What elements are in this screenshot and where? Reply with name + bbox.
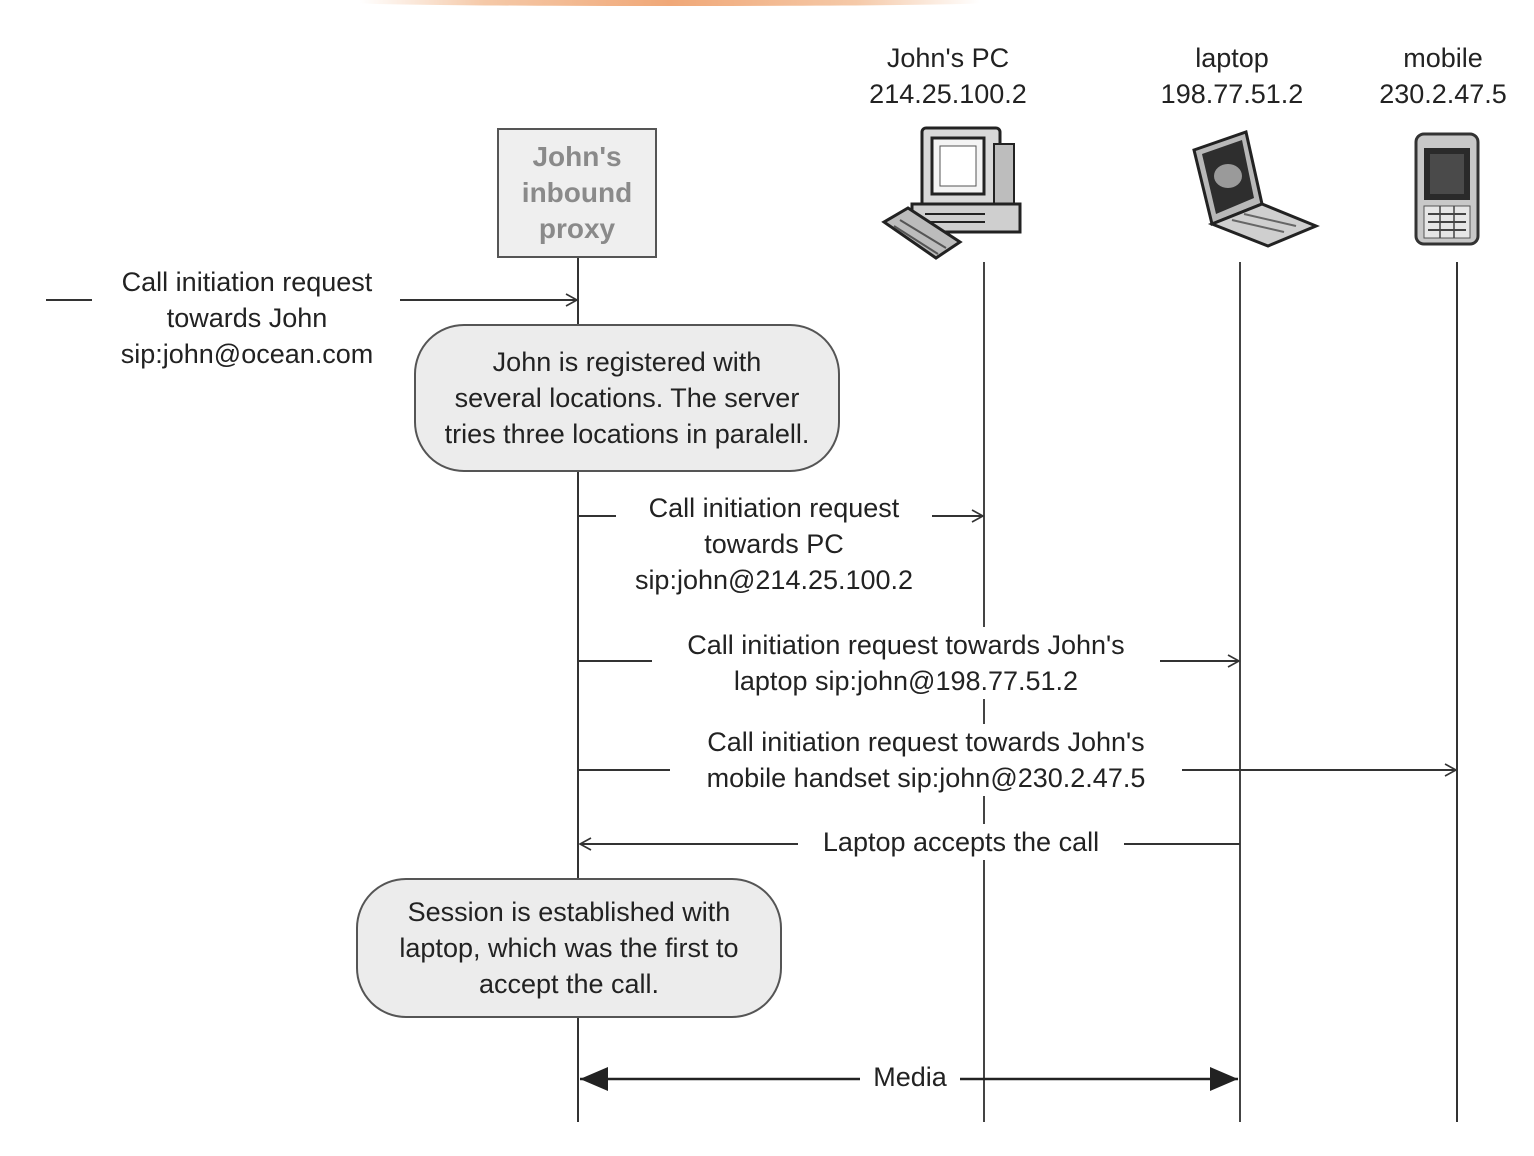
note-registered-line3: tries three locations in paralell. (444, 419, 810, 449)
message-to-pc-line1: Call initiation request (648, 493, 900, 523)
pc-ip: 214.25.100.2 (869, 79, 1027, 109)
note-registered-line1: John is registered with (492, 347, 762, 377)
laptop-ip: 198.77.51.2 (1160, 79, 1304, 109)
pc-label: John's PC 214.25.100.2 (858, 40, 1038, 112)
note-registered: John is registered with several location… (414, 324, 840, 472)
message-media-line1: Media (873, 1062, 947, 1092)
proxy-label: John's inbound proxy (522, 139, 632, 247)
laptop-icon (1192, 130, 1320, 248)
note-session-line1: Session is established with (407, 897, 731, 927)
mobile-label: mobile 230.2.47.5 (1372, 40, 1514, 112)
message-to-laptop-label: Call initiation request towards John's l… (652, 627, 1160, 699)
note-registered-line2: several locations. The server (454, 383, 800, 413)
message-to-pc-label: Call initiation request towards PC sip:j… (616, 490, 932, 598)
message-media-label: Media (860, 1059, 960, 1095)
laptop-label: laptop 198.77.51.2 (1150, 40, 1314, 112)
message-to-laptop-line2: laptop sip:john@198.77.51.2 (733, 666, 1079, 696)
message-incoming-line2: towards John (166, 303, 328, 333)
note-session: Session is established with laptop, whic… (356, 878, 782, 1018)
message-incoming-line1: Call initiation request (121, 267, 373, 297)
laptop-name: laptop (1195, 43, 1269, 73)
message-to-pc-line3: sip:john@214.25.100.2 (634, 565, 914, 595)
proxy-label-line3: proxy (538, 213, 616, 244)
message-to-laptop-line1: Call initiation request towards John's (687, 630, 1125, 660)
message-to-mobile-line2: mobile handset sip:john@230.2.47.5 (706, 763, 1146, 793)
proxy-label-line1: John's (532, 141, 622, 172)
message-incoming-line3: sip:john@ocean.com (120, 339, 374, 369)
mobile-name: mobile (1403, 43, 1483, 73)
mobile-phone-icon (1414, 132, 1480, 246)
pc-name: John's PC (886, 43, 1010, 73)
message-to-pc-line2: towards PC (704, 529, 844, 559)
message-laptop-accepts-label: Laptop accepts the call (798, 824, 1124, 860)
message-laptop-accepts-line1: Laptop accepts the call (822, 827, 1100, 857)
note-session-line2: laptop, which was the first to (399, 933, 739, 963)
top-decoration (360, 0, 980, 6)
note-session-line3: accept the call. (478, 969, 660, 999)
mobile-ip: 230.2.47.5 (1379, 79, 1507, 109)
message-to-mobile-label: Call initiation request towards John's m… (670, 724, 1182, 796)
proxy-box: John's inbound proxy (497, 128, 657, 258)
desktop-pc-icon (881, 126, 1022, 260)
proxy-label-line2: inbound (521, 177, 633, 208)
message-to-mobile-line1: Call initiation request towards John's (707, 727, 1145, 757)
message-incoming-label: Call initiation request towards John sip… (96, 264, 398, 372)
